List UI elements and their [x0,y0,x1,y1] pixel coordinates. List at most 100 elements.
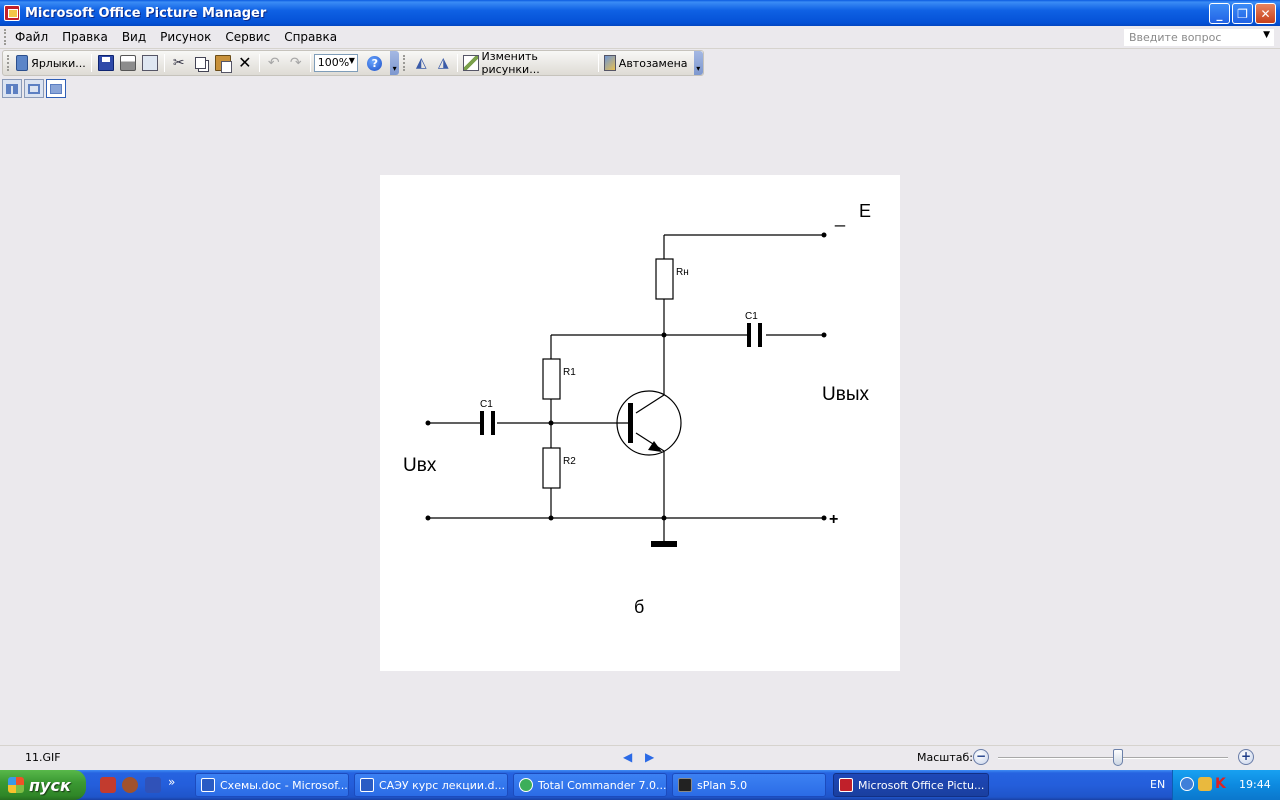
word-icon [360,778,374,792]
rotate-right-button[interactable]: ◮ [432,52,454,74]
start-button[interactable]: пуск [0,770,86,800]
menu-tools[interactable]: Сервис [225,30,271,44]
toolbar-options-chevron[interactable]: ▾ [693,51,704,75]
terminal-input [425,420,431,426]
zoom-value: 100% [317,56,350,69]
restore-button[interactable]: ❐ [1232,3,1253,24]
previous-picture-icon[interactable]: ◀ [623,750,633,764]
menu-view[interactable]: Вид [121,30,147,44]
zoom-slider-thumb[interactable] [1112,749,1123,766]
menu-file[interactable]: Файл [15,30,49,44]
toolbar-options-chevron[interactable]: ▾ [389,51,400,75]
help-button[interactable]: ? [364,52,386,74]
word-icon [201,778,215,792]
transistor-body [616,390,682,456]
email-button[interactable] [139,52,161,74]
autocorrect-label: Автозамена [618,56,688,70]
node-r2-ground [548,515,554,521]
thumbnail-view-button[interactable] [2,79,22,98]
transistor-emitter-lead [635,432,665,452]
menu-picture[interactable]: Рисунок [160,30,212,44]
delete-button[interactable]: ✕ [234,52,256,74]
transistor-base-bar [628,403,633,443]
toolbar-grip[interactable] [403,55,406,71]
undo-button[interactable]: ↶ [263,52,285,74]
save-icon [97,55,114,71]
single-picture-view-button[interactable] [46,79,66,98]
cut-button[interactable]: ✂ [168,52,190,74]
resistor-r2 [542,447,561,489]
node-collector [661,332,667,338]
task-label: Microsoft Office Pictu... [858,778,985,792]
zoom-in-icon[interactable]: + [1238,749,1254,765]
next-picture-icon[interactable]: ▶ [645,750,655,764]
edit-pictures-icon [463,55,479,71]
task-label: Total Commander 7.0... [538,778,667,792]
status-bar: 11.GIF ◀ ▶ Масштаб: − + [0,745,1280,770]
task-button-splan[interactable]: sPlan 5.0 [672,773,826,797]
resistor-rn [655,258,674,300]
media-player-icon[interactable] [122,777,138,793]
language-indicator[interactable]: EN [1150,778,1166,791]
label-e: E [859,201,871,221]
rotate-left-button[interactable]: ◭ [410,52,432,74]
shortcuts-label: Ярлыки... [31,56,86,70]
save-quicklaunch-icon[interactable] [145,777,161,793]
paste-button[interactable] [212,52,234,74]
opera-icon[interactable] [100,777,116,793]
edit-pictures-label: Изменить рисунки... [481,50,540,76]
start-label: пуск [29,775,71,795]
title-bar: Microsoft Office Picture Manager _ ❐ ✕ [0,0,1280,26]
label-plus: + [829,511,838,528]
zoom-out-icon[interactable]: − [973,749,989,765]
toolbar-separator [258,54,260,72]
toolbar-separator [163,54,165,72]
standard-toolbar: Ярлыки... ✂ ✕ ↶ ↷ 100% ▼ ? ▾ ◭ ◮ Изменит… [2,50,704,76]
picture-manager-icon[interactable] [4,5,20,21]
task-button-total-commander[interactable]: Total Commander 7.0... [513,773,667,797]
save-button[interactable] [95,52,117,74]
task-button-word-schemes[interactable]: Схемы.doc - Microsof... [195,773,349,797]
shortcuts-button[interactable]: Ярлыки... [14,52,88,74]
menu-edit[interactable]: Правка [62,30,108,44]
tray-expand-icon[interactable] [1180,777,1194,791]
paste-icon [214,55,232,73]
transistor-collector-lead [635,394,665,414]
kaspersky-icon[interactable]: K [1215,776,1226,792]
shortcuts-icon [15,55,29,71]
menu-help[interactable]: Справка [284,30,338,44]
menu-grip[interactable] [4,29,8,45]
mail-icon [141,55,158,71]
tray-app-icon[interactable] [1198,777,1212,791]
print-icon [119,55,136,71]
terminal-supply [821,232,827,238]
taskbar: пуск » Схемы.doc - Microsof... САЭУ курс… [0,770,1280,800]
toolbar-separator [457,54,459,72]
zoom-combo[interactable]: 100% ▼ [313,54,358,72]
task-label: САЭУ курс лекции.d... [379,778,505,792]
copy-button[interactable] [190,52,212,74]
task-button-word-lectures[interactable]: САЭУ курс лекции.d... [354,773,508,797]
toolbar-separator [90,54,92,72]
edit-pictures-button[interactable]: Изменить рисунки... [461,50,595,76]
autocorrect-button[interactable]: Автозамена [602,52,689,74]
task-button-picture-manager[interactable]: Microsoft Office Pictu... [833,773,989,797]
quicklaunch-more-icon[interactable]: » [168,775,176,789]
ground-symbol [651,541,677,547]
close-button[interactable]: ✕ [1255,3,1276,24]
zoom-label: Масштаб: [917,751,973,764]
rotate-right-icon: ◮ [437,55,449,71]
redo-button[interactable]: ↷ [285,52,307,74]
ask-question-input[interactable]: Введите вопрос ▼ [1124,29,1274,46]
label-r1: R1 [563,367,576,378]
circuit-diagram: _ E Rн C1 R1 C1 R2 Uвых Uвх + б [403,201,871,617]
picture-canvas[interactable]: _ E Rн C1 R1 C1 R2 Uвых Uвх + б [380,175,900,671]
toolbar-grip[interactable] [7,55,10,71]
chevron-down-icon[interactable]: ▼ [348,56,355,65]
chevron-down-icon[interactable]: ▼ [1263,30,1270,40]
single-picture-view-icon [50,83,62,94]
minimize-button[interactable]: _ [1209,3,1230,24]
print-button[interactable] [117,52,139,74]
filmstrip-view-button[interactable] [24,79,44,98]
ask-question-placeholder: Введите вопрос [1129,31,1222,44]
